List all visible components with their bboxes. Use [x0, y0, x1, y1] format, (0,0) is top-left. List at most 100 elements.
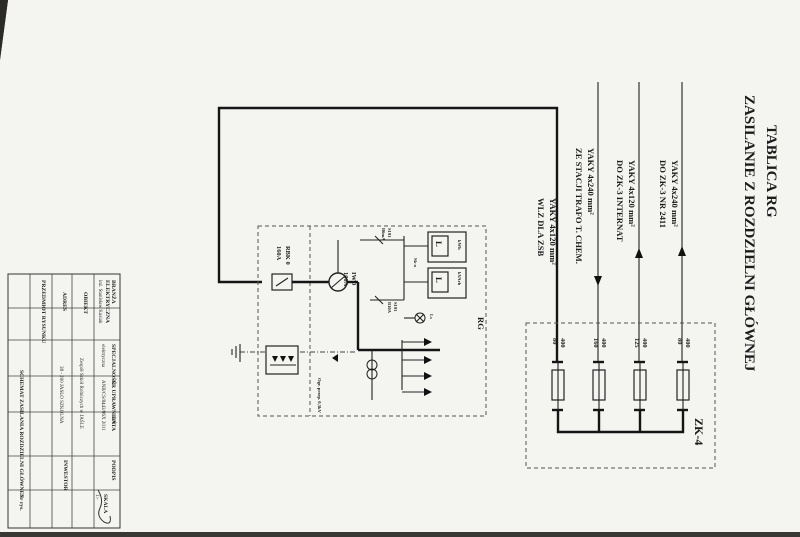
rbk-blade: [275, 277, 289, 287]
tb-skala-group: SKALA 1:-: [94, 494, 108, 513]
tb-obiekt-label: OBIEKT: [82, 292, 88, 314]
surge-label-group: Ogr. przep. 0,5kV: [317, 378, 322, 414]
feeder-4-fuse-a: 80: [551, 338, 558, 344]
zk4-box: [525, 322, 716, 469]
tb-branza-value: ELEKTRYCZNA: [104, 280, 110, 323]
meter-kvarh-display: [431, 271, 449, 293]
iwd-label-group: IWD 100A: [342, 272, 357, 287]
tb-przedmiot-value: SCHEMAT ZASILANIA ROZDZIELNI GŁÓWNEJ: [18, 370, 26, 497]
s191-a-blade: [374, 235, 384, 245]
title-line1: ZASILANIE Z ROZDZIELNI GŁÓWNEJ: [741, 95, 758, 372]
rbk-line2: 160A: [275, 246, 282, 261]
iwd-blade: [330, 275, 346, 289]
title-line2: TABLICA RG: [763, 125, 779, 218]
feeder-3-fuse-a: 160: [592, 338, 599, 348]
tb-obiekt-label-group: OBIEKT: [82, 292, 88, 314]
s191-a-value: B6mA: [381, 228, 386, 241]
feeder-2-dest: DO ZK-3 INTERNAT: [615, 160, 625, 242]
feeder-4-dest: WLZ DLA ZSB: [536, 198, 546, 257]
meter-kwh-unit: kWh: [457, 240, 462, 250]
paper-corner-shadow: [0, 0, 8, 60]
outgoing-arrow-2: [424, 356, 432, 364]
tb-inwestor-label: INWESTOR: [62, 460, 68, 492]
feeder-1-dest: DO ZK-3 NR 2411: [658, 160, 668, 228]
tb-adres-label: ADRES: [61, 292, 67, 311]
sk-label: Sk-a: [413, 258, 418, 268]
tb-nrrys-label: Nr rys.: [18, 494, 24, 511]
feeder-1-fuse-a: 80: [676, 338, 683, 344]
feeder-2-fuse-group: 125 400: [633, 338, 648, 348]
tb-nr-value: ANB/CS/8443/86: [100, 380, 105, 416]
s191-b-label: S191: [393, 302, 398, 312]
tb-adres-label-group: ADRES: [61, 292, 67, 311]
feeder-3-dest: ZE STACJI TRAFO T. CHEM.: [574, 148, 584, 264]
tb-spec-label: SPECJALNOŚĆ: [110, 344, 118, 384]
outgoing-arrow-1: [424, 338, 432, 346]
feeder-4-fuse-group: 80 400: [551, 338, 566, 348]
tb-adres-value-group: 38 - 200 JASŁO SZKOLNA: [58, 366, 63, 424]
tb-przedmiot-value-group: SCHEMAT ZASILANIA ROZDZIELNI GŁÓWNEJ: [18, 370, 26, 497]
tb-branza-label: BRANŻA: [110, 280, 117, 304]
tb-adres-value: 38 - 200 JASŁO SZKOLNA: [58, 366, 63, 424]
surge-tag-icon: [332, 354, 338, 362]
feeder-3-arrow: [594, 276, 602, 286]
title-block-frame: [7, 273, 121, 529]
tb-branza-group: BRANŻA ELEKTRYCZNA inż. Stanisław Kusiak: [97, 280, 117, 324]
feeder-3-fuse-group: 160 400: [592, 338, 607, 348]
meter-kwh-display: [431, 235, 449, 257]
rbk-label-group: RBK 0 160A: [275, 246, 291, 265]
rbk-line1: RBK 0: [284, 246, 291, 265]
tb-data-value: X 2011: [100, 416, 105, 431]
tb-skala-label: SKALA: [102, 494, 108, 513]
title-block: BRANŻA ELEKTRYCZNA inż. Stanisław Kusiak…: [7, 273, 121, 529]
rg-label-group: RG: [476, 317, 486, 330]
tb-podpis-label: PODPIS: [110, 460, 116, 481]
tb-obiekt-value: Zespół Szkół Rolniczych w JAŚLE: [78, 358, 84, 429]
signature-mark: [97, 489, 111, 524]
tb-przedmiot-label: PRZEDMIOT RYSUNKU: [40, 280, 46, 343]
surge-diode-1: [272, 356, 278, 362]
lamp-label-group: Ls: [429, 314, 434, 319]
feeder-3-cable: YAKY 4x240 mm²: [586, 148, 596, 215]
s191-a-label: S191: [387, 228, 392, 238]
outgoing-arrow-3: [424, 372, 432, 380]
feeder-4-label-group: YAKY 4x120 mm² WLZ DLA ZSB: [536, 198, 558, 265]
rg-label: RG: [476, 317, 486, 330]
feeder-2-cable: YAKY 4x120 mm²: [627, 160, 637, 227]
tb-nr-label: NR UPRAWNIEŃ: [110, 380, 118, 424]
s191-b-value: B10A: [387, 302, 392, 314]
feeder-2-label-group: YAKY 4x120 mm² DO ZK-3 INTERNAT: [615, 160, 637, 242]
feeder-2-fuse-b: 400: [641, 338, 648, 348]
feeder-4-fuse-b: 400: [559, 338, 566, 348]
feeder-1-fuse-b: 400: [684, 338, 691, 348]
rg-box: [257, 225, 487, 417]
feeder-3-fuse-b: 400: [600, 338, 607, 348]
tb-przedmiot-label-group: PRZEDMIOT RYSUNKU: [40, 280, 46, 343]
outgoing-arrow-4: [424, 388, 432, 396]
sk-label-group: Sk-a: [413, 258, 418, 268]
iwd-line1: IWD: [350, 272, 357, 286]
surge-diode-2: [280, 356, 286, 362]
tb-podpis-group: PODPIS: [110, 460, 116, 481]
title-group: ZASILANIE Z ROZDZIELNI GŁÓWNEJ TABLICA R…: [741, 95, 779, 372]
tb-skala-value: 1:-: [94, 494, 99, 500]
tb-inwestor-group: INWESTOR: [62, 460, 68, 492]
meter-l2: L: [434, 277, 444, 283]
surge-label: Ogr. przep. 0,5kV: [317, 378, 322, 414]
meter-l1: L: [434, 241, 444, 247]
zk4-label: ZK-4: [692, 418, 706, 445]
tb-spec-value: elektryczna: [100, 344, 105, 368]
tb-spec-group: SPECJALNOŚĆ elektryczna: [100, 344, 118, 384]
tb-obiekt-value-group: Zespół Szkół Rolniczych w JAŚLE: [78, 358, 84, 429]
zk4-fuses: [551, 360, 690, 412]
meter-kvarh-unit-group: kVArh: [457, 272, 462, 286]
iwd-line2: 100A: [342, 272, 349, 287]
feeder-1-arrow: [678, 246, 686, 256]
meter-kwh-letter-group: L: [434, 241, 444, 247]
s191-b-label-group: S191 B10A: [387, 302, 398, 314]
meter-kvarh-unit: kVArh: [457, 272, 462, 286]
s191-a-label-group: S191 B6mA: [381, 228, 392, 241]
feeder-1-cable: YAKY 4x240 mm²: [670, 160, 680, 227]
